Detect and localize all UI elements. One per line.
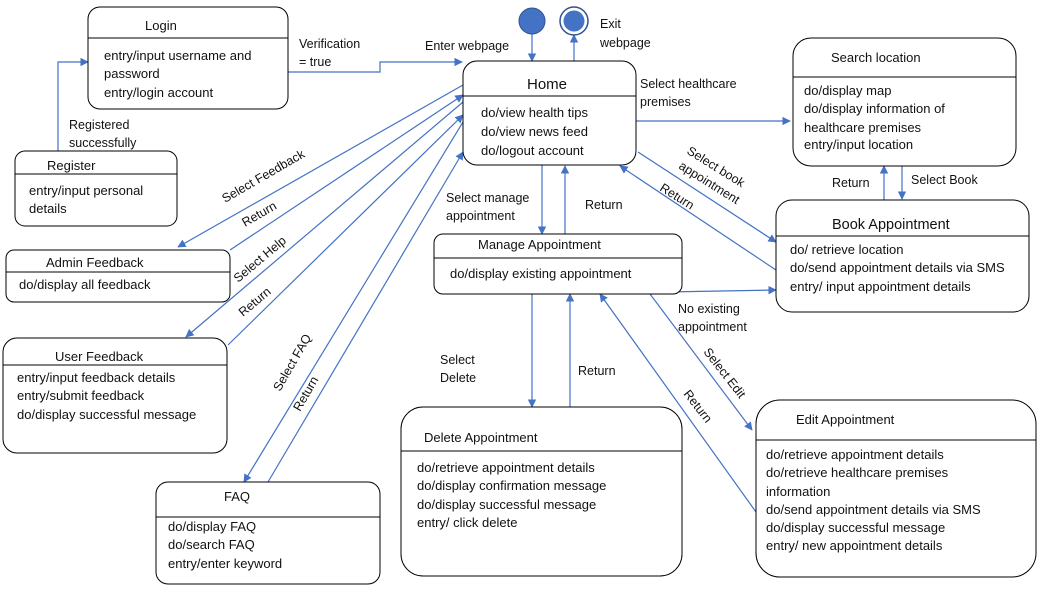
label-select-manage-line2: appointment [446,209,515,223]
state-activity: password [104,66,160,81]
label-select-healthcare-line2: premises [640,95,691,109]
state-title: Edit Appointment [796,412,895,427]
state-activity: do/display successful message [17,407,196,422]
state-title: Register [47,158,96,173]
state-activity: entry/input feedback details [17,370,176,385]
state-register: Register entry/input personal details [14,150,178,227]
state-activity: do/send appointment details via SMS [766,502,981,517]
state-title: Login [145,18,177,33]
state-activity: do/logout account [481,143,584,158]
label-return-edit: Return [681,387,715,425]
arrow-faq-to-home [267,151,464,483]
label-enter-webpage: Enter webpage [425,39,509,53]
label-registered-line2: successfully [69,136,137,150]
label-verification-line2: = true [299,55,331,69]
state-title: FAQ [224,489,250,504]
state-title: User Feedback [55,349,144,364]
state-delete-appointment: Delete Appointment do/retrieve appointme… [400,406,683,577]
state-activity: entry/login account [104,85,214,100]
state-title: Delete Appointment [424,430,538,445]
initial-state-node [518,7,546,35]
state-activity: entry/input username and [104,48,251,63]
label-return-faq: Return [290,374,321,414]
arrow-book-to-home [619,165,777,271]
state-activity: do/view news feed [481,124,588,139]
arrow-user-feedback-to-home [227,114,464,346]
state-activity: do/display successful message [766,520,945,535]
state-home: Home do/view health tips do/view news fe… [462,60,637,166]
label-no-existing: No existing [678,302,740,316]
transition-arrows [57,34,907,513]
final-state-node [559,6,589,36]
arrow-home-to-admin-feedback [177,84,464,248]
state-activity: entry/input location [804,137,913,152]
label-no-existing-line2: appointment [678,320,747,334]
state-admin-feedback: Admin Feedback do/display all feedback [5,249,231,303]
state-manage-appointment: Manage Appointment do/display existing a… [433,233,683,295]
arrow-login-to-home [288,57,463,73]
label-select-book-search: Select Book [911,173,978,187]
state-activity: do/display confirmation message [417,478,606,493]
state-faq: FAQ do/display FAQ do/search FAQ entry/e… [155,481,381,585]
arrow-register-to-login [57,57,89,151]
arrow-manage-to-book [665,285,777,295]
state-activity: do/display FAQ [168,519,256,534]
state-activity: do/search FAQ [168,537,255,552]
label-select-manage: Select manage [446,191,529,205]
state-activity: entry/input personal [29,183,143,198]
state-title: Manage Appointment [478,237,601,252]
state-activity: do/display all feedback [19,277,151,292]
arrow-manage-to-edit [649,293,753,431]
state-activity: do/retrieve healthcare premises [766,465,949,480]
arrow-home-to-user-feedback [185,101,464,338]
label-return-search: Return [832,176,870,190]
state-activity: details [29,201,67,216]
state-activity: do/display map [804,83,891,98]
state-activity: do/send appointment details via SMS [790,260,1005,275]
state-activity: do/display successful message [417,497,596,512]
label-registered: Registered [69,118,129,132]
state-activity: entry/ click delete [417,515,517,530]
state-activity: entry/ input appointment details [790,279,971,294]
label-exit-webpage: Exit [600,17,621,31]
arrow-home-to-faq [243,121,464,483]
state-activity: do/display existing appointment [450,266,632,281]
state-search-location: Search location do/display map do/displa… [792,37,1017,167]
label-return-admin: Return [240,199,280,230]
label-select-feedback: Select Feedback [220,147,308,206]
state-title: Search location [831,50,921,65]
state-title: Admin Feedback [46,255,144,270]
arrow-home-to-book [637,151,777,243]
label-select-delete-line2: Delete [440,371,476,385]
state-activity: do/retrieve appointment details [417,460,595,475]
label-select-delete: Select [440,353,475,367]
state-activity: healthcare premises [804,120,922,135]
state-activity: do/ retrieve location [790,242,903,257]
state-title: Home [527,76,567,93]
label-exit-webpage-line2: webpage [599,36,651,50]
label-return-delete: Return [578,364,616,378]
state-edit-appointment: Edit Appointment do/retrieve appointment… [755,399,1037,578]
arrow-admin-feedback-to-home [229,94,464,251]
state-activity: entry/submit feedback [17,388,145,403]
state-activity: do/display information of [804,101,945,116]
label-return-manage: Return [585,198,623,212]
state-activity: do/retrieve appointment details [766,447,944,462]
arrow-edit-to-manage [599,293,757,513]
state-activity: do/view health tips [481,105,588,120]
label-return-book: Return [657,181,696,213]
label-select-healthcare: Select healthcare [640,77,737,91]
state-user-feedback: User Feedback entry/input feedback detai… [2,337,228,454]
state-activity: entry/ new appointment details [766,538,943,553]
state-login: Login entry/input username and password … [87,6,289,110]
state-title: Book Appointment [832,217,950,233]
label-verification: Verification [299,37,360,51]
state-book-appointment: Book Appointment do/ retrieve location d… [775,199,1030,313]
state-activity: entry/enter keyword [168,556,282,571]
label-select-help: Select Help [231,233,289,285]
state-activity: information [766,484,830,499]
